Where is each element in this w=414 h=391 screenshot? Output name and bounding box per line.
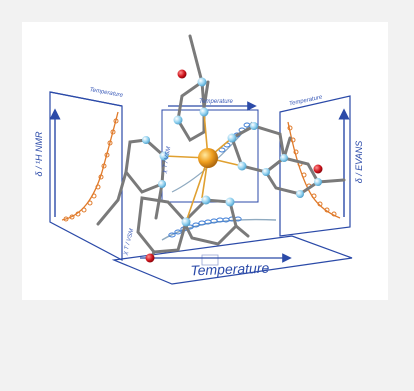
- right-axis-label: δ / EVANS: [354, 141, 364, 184]
- oxygen-atom-top: [177, 69, 187, 79]
- molecule-diagram: Temperature δ / ¹H NMR δ / EVANS Tempera…: [34, 34, 364, 285]
- bottom-axis-label: Temperature: [190, 260, 270, 279]
- oxygen-atom-right: [313, 164, 323, 174]
- oxygen-atom-bottom: [145, 253, 155, 263]
- atoms: [142, 77, 322, 227]
- top-left-axis-label: Temperature: [89, 87, 124, 99]
- inner-axis-label-2: χ T / VSM: [122, 228, 135, 256]
- metal-center-atom: [198, 148, 218, 168]
- top-center-axis-label: Temperature: [199, 99, 233, 105]
- left-axis-label: δ / ¹H NMR: [34, 131, 44, 176]
- left-panel: [49, 91, 123, 261]
- figure-frame: Temperature δ / ¹H NMR δ / EVANS Tempera…: [22, 22, 388, 300]
- inner-axis-label-1: χ T / VSM: [162, 146, 173, 174]
